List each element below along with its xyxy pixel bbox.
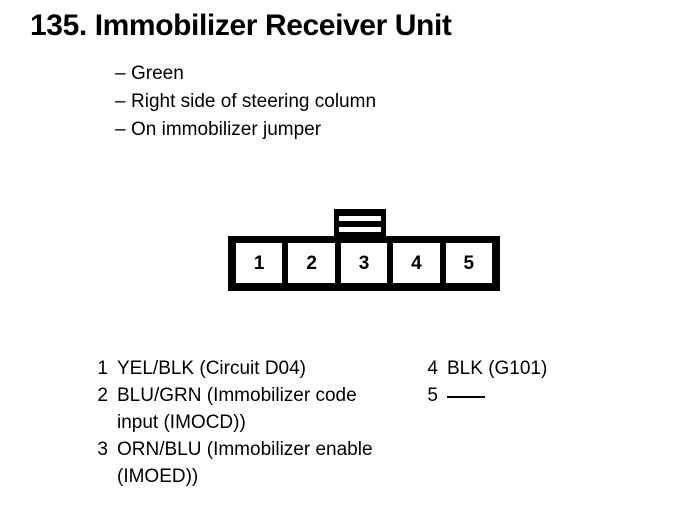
pin-legend-number: 2 [97,385,108,406]
pin-legend-right-column: 4 BLK (G101) 5 [418,355,668,409]
pin-legend-number: 5 [427,385,438,406]
pin-legend-row: 4 BLK (G101) [418,355,668,382]
pin-legend: 1 YEL/BLK (Circuit D04) 2 BLU/GRN (Immob… [0,355,688,505]
pin-legend-row: 3 ORN/BLU (Immobilizer enable (IMOED)) [88,436,388,490]
connector-pin-5: 5 [445,243,493,283]
dash-marker-icon: – [115,91,126,112]
tab-slot [339,227,381,232]
pin-legend-row: 1 YEL/BLK (Circuit D04) [88,355,388,382]
pin-legend-description-empty [447,382,668,409]
connector-pin-2: 2 [288,243,335,283]
connector-body: 1 2 3 4 5 [228,236,500,291]
unused-pin-dash-icon [447,396,485,398]
connector-diagram: 1 2 3 4 5 [228,209,500,291]
pin-legend-row: 2 BLU/GRN (Immobilizer code input (IMOCD… [88,382,388,436]
list-item-label: Right side of steering column [131,91,377,112]
pin-legend-description: BLK (G101) [447,358,548,379]
pin-legend-description: YEL/BLK (Circuit D04) [117,358,307,379]
description-list: – Green – Right side of steering column … [115,60,535,144]
pin-legend-number: 1 [97,358,108,379]
page-title: 135. Immobilizer Receiver Unit [30,9,452,42]
connector-pin-3: 3 [340,243,388,283]
pin-legend-row: 5 [418,382,668,409]
pin-legend-description: BLU/GRN (Immobilizer code input (IMOCD)) [117,385,357,433]
pin-legend-description: ORN/BLU (Immobilizer enable (IMOED)) [117,439,373,487]
list-item-label: Green [131,63,184,84]
list-item-label: On immobilizer jumper [131,119,322,140]
pin-legend-left-column: 1 YEL/BLK (Circuit D04) 2 BLU/GRN (Immob… [88,355,388,490]
connector-pin-4: 4 [393,243,440,283]
dash-marker-icon: – [115,63,126,84]
pin-legend-number: 3 [97,439,108,460]
list-item: – Green [115,60,535,88]
pin-legend-number: 4 [427,358,438,379]
dash-marker-icon: – [115,119,126,140]
tab-slot [339,216,381,221]
connector-locking-tab [334,209,386,239]
list-item: – On immobilizer jumper [115,116,535,144]
list-item: – Right side of steering column [115,88,535,116]
connector-pin-1: 1 [236,243,283,283]
